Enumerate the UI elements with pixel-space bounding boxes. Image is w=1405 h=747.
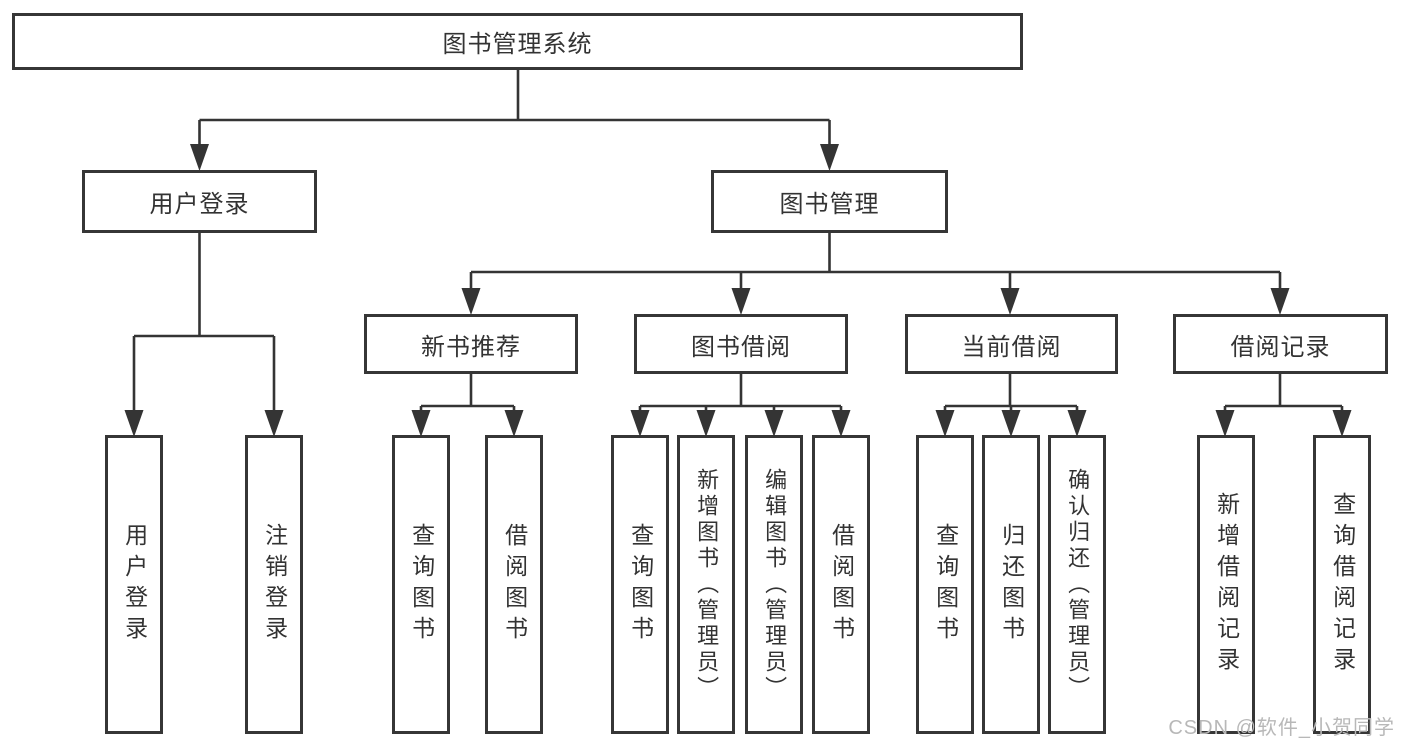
node-book-borrowing: 图书借阅 — [634, 314, 848, 374]
node-borrowing-records: 借阅记录 — [1173, 314, 1388, 374]
leaf-borrow-books-recommend-label: 借阅图书 — [501, 522, 528, 647]
leaf-query-borrow-record: 查询借阅记录 — [1313, 435, 1371, 734]
node-user-login: 用户登录 — [82, 170, 317, 233]
node-current-borrowing-label: 当前借阅 — [961, 333, 1062, 361]
leaf-confirm-return-admin: 确认归还（管理员） — [1048, 435, 1106, 734]
leaf-edit-book-admin-label: 编辑图书（管理员） — [762, 467, 788, 702]
leaf-query-books-current: 查询图书 — [916, 435, 974, 734]
leaf-borrow-books-borrowing-label: 借阅图书 — [828, 522, 855, 647]
node-book-borrowing-label: 图书借阅 — [691, 333, 791, 361]
node-book-management-label: 图书管理 — [779, 191, 880, 218]
leaf-logout: 注销登录 — [245, 435, 303, 734]
leaf-query-borrow-record-label: 查询借阅记录 — [1329, 491, 1356, 678]
node-user-login-label: 用户登录 — [149, 191, 250, 218]
leaf-query-books-recommend-label: 查询图书 — [408, 522, 435, 647]
leaf-borrow-books-borrowing: 借阅图书 — [812, 435, 870, 734]
node-book-management: 图书管理 — [711, 170, 948, 233]
leaf-confirm-return-admin-label: 确认归还（管理员） — [1065, 467, 1091, 702]
node-current-borrowing: 当前借阅 — [905, 314, 1118, 374]
leaf-borrow-books-recommend: 借阅图书 — [485, 435, 543, 734]
leaf-edit-book-admin: 编辑图书（管理员） — [745, 435, 803, 734]
leaf-query-books-current-label: 查询图书 — [932, 522, 959, 647]
leaf-query-books-recommend: 查询图书 — [392, 435, 450, 734]
node-new-book-recommend-label: 新书推荐 — [421, 333, 521, 361]
csdn-watermark: CSDN @软件_小贺同学 — [1168, 717, 1395, 739]
leaf-add-borrow-record: 新增借阅记录 — [1197, 435, 1255, 734]
leaf-add-borrow-record-label: 新增借阅记录 — [1213, 491, 1240, 678]
node-library-system-label: 图书管理系统 — [442, 31, 593, 58]
leaf-return-books-label: 归还图书 — [998, 522, 1025, 647]
leaf-add-book-admin-label: 新增图书（管理员） — [694, 467, 720, 702]
node-borrowing-records-label: 借阅记录 — [1230, 333, 1331, 361]
node-library-system: 图书管理系统 — [12, 13, 1023, 70]
leaf-query-books-borrowing-label: 查询图书 — [627, 522, 654, 647]
node-new-book-recommend: 新书推荐 — [364, 314, 578, 374]
leaf-user-login: 用户登录 — [105, 435, 163, 734]
leaf-logout-label: 注销登录 — [261, 522, 288, 647]
leaf-user-login-label: 用户登录 — [121, 522, 148, 647]
leaf-return-books: 归还图书 — [982, 435, 1040, 734]
leaf-add-book-admin: 新增图书（管理员） — [677, 435, 735, 734]
leaf-query-books-borrowing: 查询图书 — [611, 435, 669, 734]
